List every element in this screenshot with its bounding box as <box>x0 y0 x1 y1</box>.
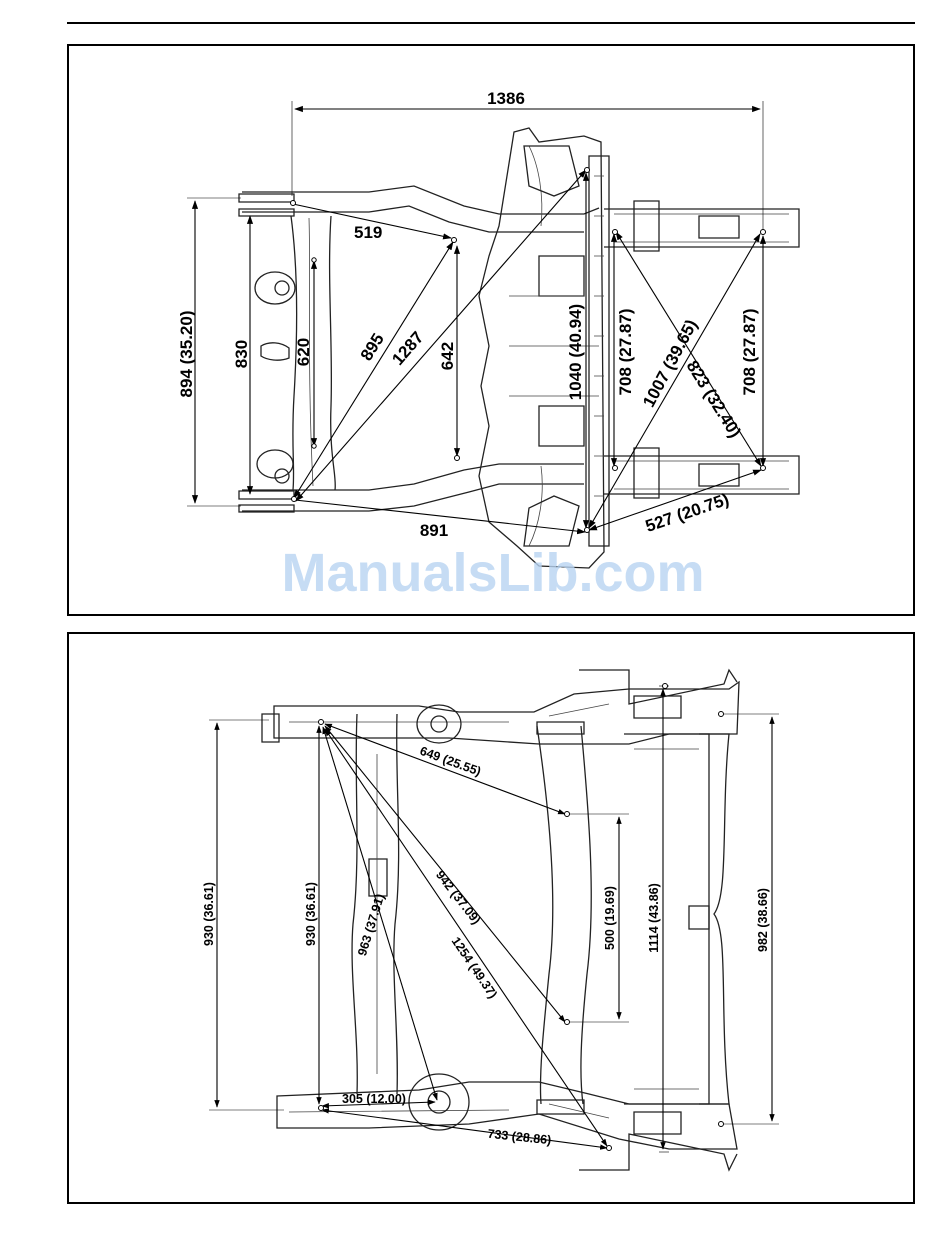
dim-891: 891 <box>420 521 448 540</box>
dim-982: 982 (38.66) <box>756 888 770 952</box>
dim-642: 642 <box>438 342 457 370</box>
dim-930-outer: 930 (36.61) <box>202 882 216 946</box>
dim-830: 830 <box>232 340 251 368</box>
bottom-frame-drawing <box>262 670 739 1170</box>
header-rule <box>67 22 915 24</box>
dim-894: 894 (35.20) <box>177 311 196 398</box>
bottom-dimension-labels: 649 (25.55) 930 (36.61) 930 (36.61) 963 … <box>202 744 770 1148</box>
dim-930-inner: 930 (36.61) <box>304 882 318 946</box>
dim-500: 500 (19.69) <box>603 886 617 950</box>
dim-1114: 1114 (43.86) <box>647 883 661 953</box>
dim-305: 305 (12.00) <box>342 1092 406 1106</box>
dim-708-right: 708 (27.87) <box>740 309 759 396</box>
dim-649: 649 (25.55) <box>418 744 483 779</box>
dim-942: 942 (37.09) <box>433 868 483 927</box>
dim-620: 620 <box>294 338 313 366</box>
dim-708-left: 708 (27.87) <box>616 309 635 396</box>
dim-895: 895 <box>357 330 388 364</box>
dim-963: 963 (37.91) <box>355 892 387 957</box>
top-dimension-labels: 1386 519 894 (35.20) 830 620 895 1287 64… <box>177 89 759 540</box>
dim-527: 527 (20.75) <box>643 490 731 536</box>
bottom-frame-diagram: 649 (25.55) 930 (36.61) 930 (36.61) 963 … <box>69 634 917 1206</box>
dim-1254: 1254 (49.37) <box>449 934 500 1001</box>
dim-823: 823 (32.40) <box>683 357 745 441</box>
dim-1287: 1287 <box>388 328 427 369</box>
dim-519: 519 <box>354 223 382 242</box>
dim-1040: 1040 (40.94) <box>566 304 585 400</box>
dim-733: 733 (28.86) <box>487 1127 552 1148</box>
top-frame-diagram: 1386 519 894 (35.20) 830 620 895 1287 64… <box>69 46 917 618</box>
bottom-diagram-panel: 649 (25.55) 930 (36.61) 930 (36.61) 963 … <box>67 632 915 1204</box>
top-diagram-panel: 1386 519 894 (35.20) 830 620 895 1287 64… <box>67 44 915 616</box>
dim-1386: 1386 <box>487 89 525 108</box>
